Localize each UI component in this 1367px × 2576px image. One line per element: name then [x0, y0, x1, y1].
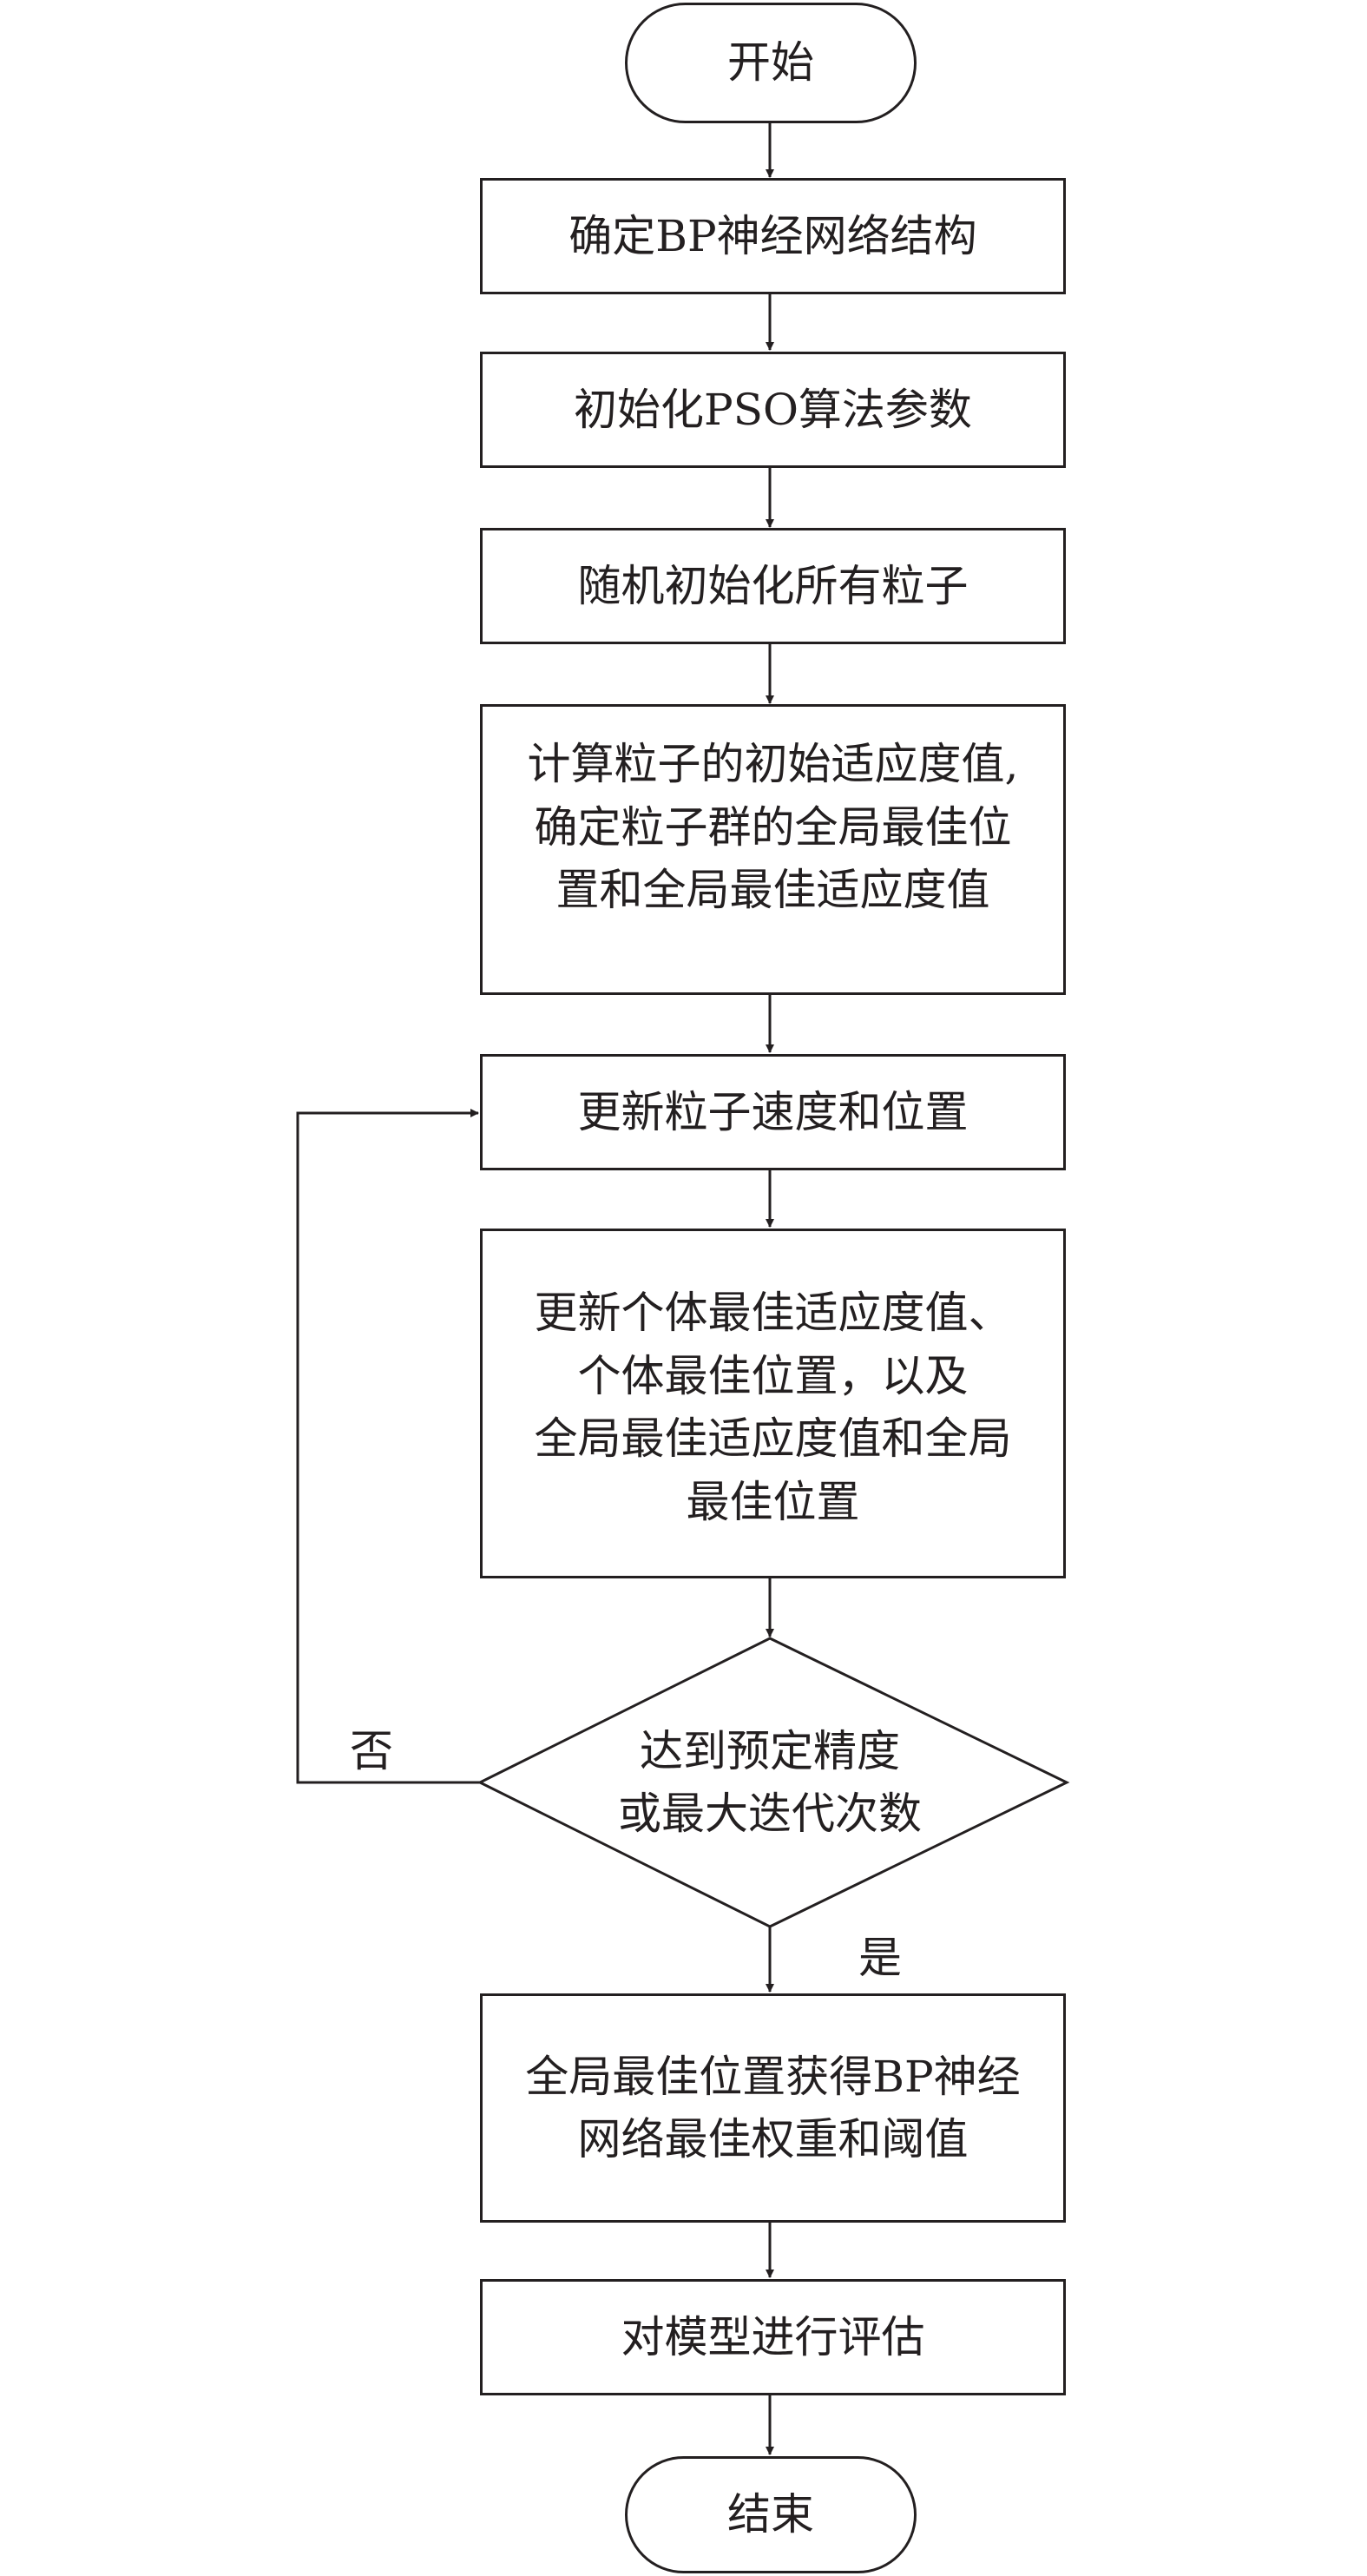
process-evaluate-model: 对模型进行评估: [480, 2279, 1066, 2395]
edge-label-no: 否: [350, 1726, 393, 1776]
process-obtain-best-weights: 全局最佳位置获得BP神经 网络最佳权重和阈值: [480, 1993, 1066, 2223]
process-update-velocity-position: 更新粒子速度和位置: [480, 1054, 1066, 1170]
process-compute-initial-fitness: 计算粒子的初始适应度值, 确定粒子群的全局最佳位 置和全局最佳适应度值: [480, 704, 1066, 995]
process-random-init-particles: 随机初始化所有粒子: [480, 528, 1066, 644]
decision-label: 达到预定精度 或最大迭代次数: [618, 1725, 922, 1840]
edge-label-yes: 是: [858, 1933, 902, 1983]
end-terminal: 结束: [625, 2456, 917, 2573]
decision-diamond: [476, 1637, 1070, 1928]
process-update-best-values: 更新个体最佳适应度值、 个体最佳位置，以及 全局最佳适应度值和全局 最佳位置: [480, 1229, 1066, 1578]
loop-back-arrow: [296, 1109, 480, 1784]
process-init-pso-params: 初始化PSO算法参数: [480, 352, 1066, 468]
start-terminal: 开始: [625, 3, 917, 123]
process-determine-bp-structure: 确定BP神经网络结构: [480, 178, 1066, 294]
